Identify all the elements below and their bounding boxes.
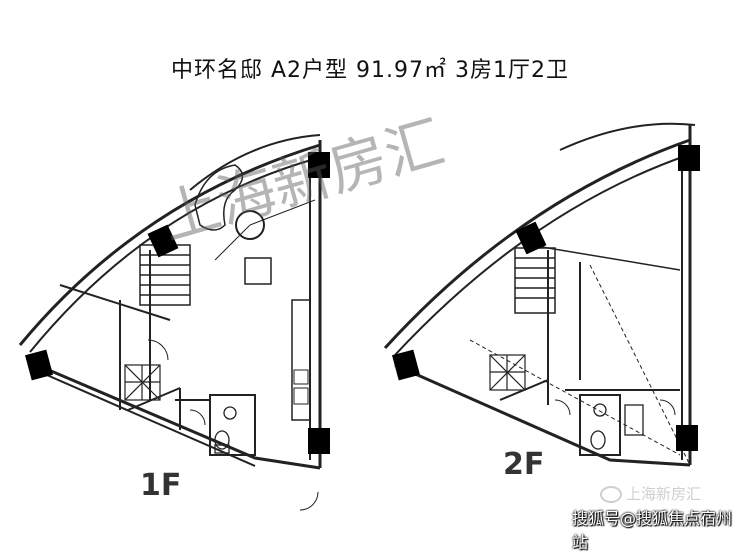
partition-1f-a [59,284,171,321]
bathroom-2f [579,394,621,456]
floor-label-2f: 2F [503,447,545,482]
wechat-watermark: 上海新房汇 [600,483,701,504]
basin-2f [593,403,607,417]
kitchen-counter-1f [291,299,311,421]
curved-facade-2f [383,138,691,350]
armchair-1f [244,257,272,285]
sofa-1f [194,164,244,231]
roof-edge-2f [559,122,696,151]
roof-edge-1f [189,134,321,191]
toilet-2f [590,430,606,450]
site-watermark: 搜狐号@搜狐焦点宿州站 [572,509,733,552]
south-wall-2f [394,363,691,467]
basin-1f [223,406,237,420]
desk-2f [624,404,644,436]
page-title: 中环名邸 A2户型 91.97㎡ 3房1厅2卫 [171,58,569,83]
columns-2f [392,145,700,451]
table-1f [235,210,265,240]
south-wall-1f [29,360,321,470]
floor-plan-diagram [18,122,700,511]
wechat-watermark-text: 上海新房汇 [626,485,702,503]
floor-label-1f: 1F [140,468,182,503]
curved-facade-1f [18,143,321,346]
toilet-1f [214,430,230,450]
void-1f [124,364,161,401]
wechat-icon [600,486,622,503]
bathroom-1f [209,394,256,456]
columns-1f [25,152,330,454]
void-2f [489,354,526,391]
